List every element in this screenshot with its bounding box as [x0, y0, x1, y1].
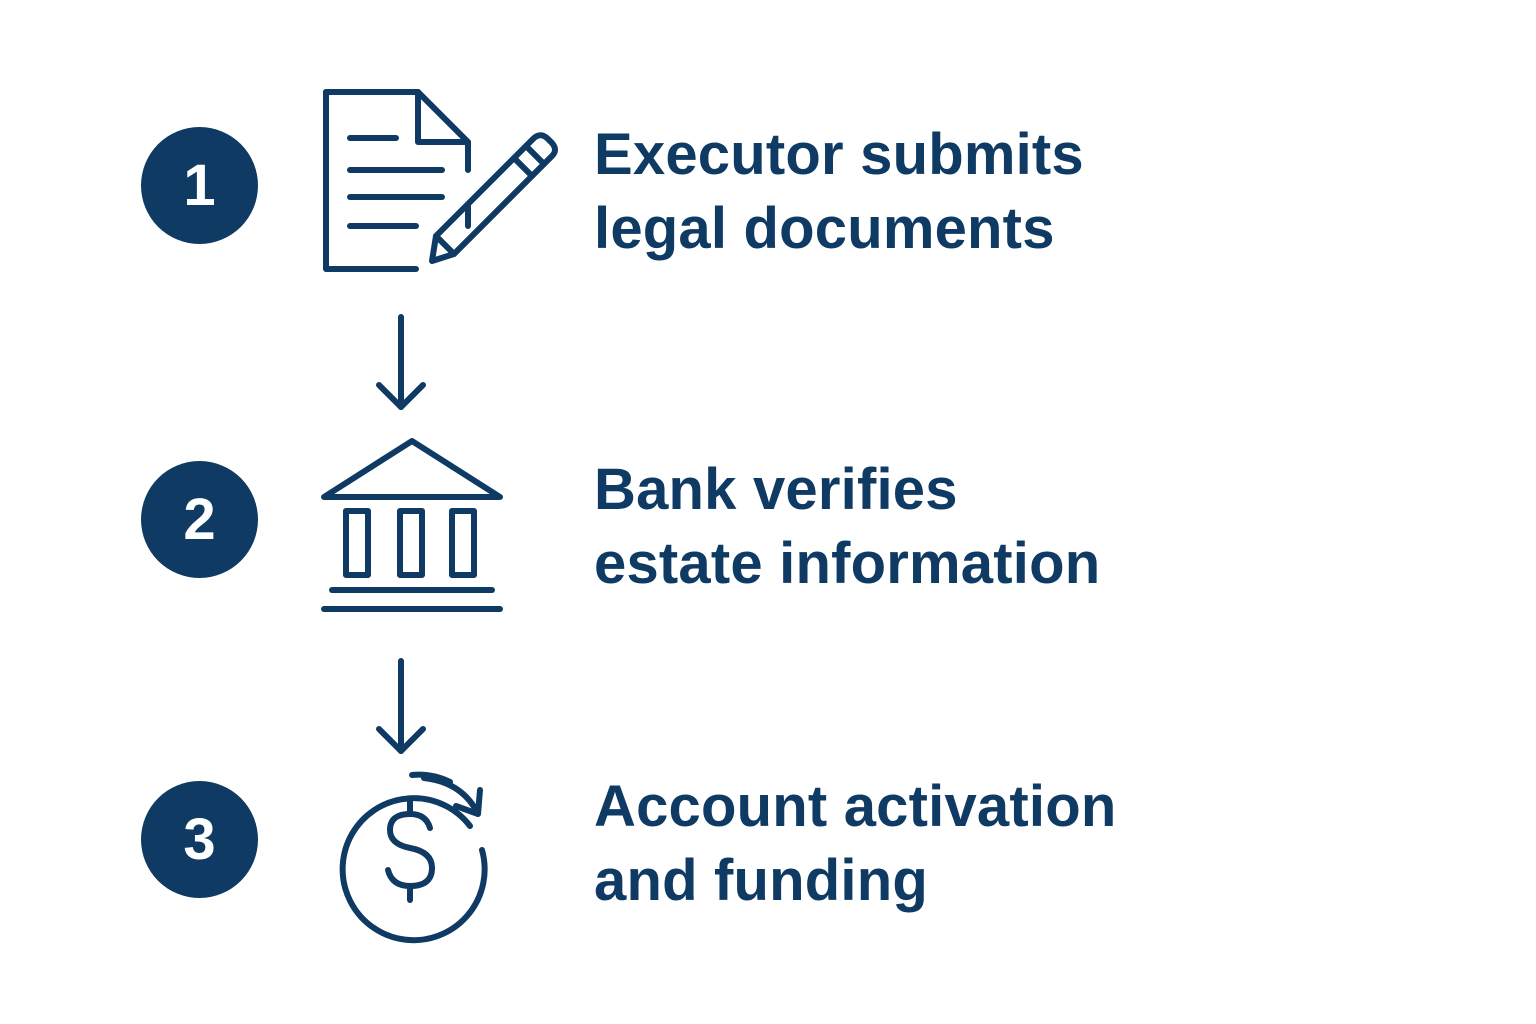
- step-number: 1: [183, 153, 216, 218]
- step-description: Account activation and funding: [594, 770, 1116, 918]
- step-number: 3: [183, 807, 216, 872]
- step-description: Bank verifies estate information: [594, 453, 1100, 601]
- document-with-pencil-icon: [323, 89, 558, 272]
- step-line-2: estate information: [594, 531, 1101, 596]
- step-line-1: Bank verifies: [594, 457, 958, 522]
- step-line-2: and funding: [594, 848, 929, 913]
- bank-building-icon: [321, 438, 503, 612]
- step-line-2: legal documents: [594, 196, 1055, 261]
- step-number-badge: 1: [141, 127, 258, 244]
- step-number-badge: 3: [141, 781, 258, 898]
- circular-dollar-icon: [339, 771, 488, 944]
- step-line-1: Executor submits: [594, 122, 1084, 187]
- step-line-1: Account activation: [594, 774, 1117, 839]
- arrow-down-icon: [376, 314, 426, 410]
- step-description: Executor submits legal documents: [594, 118, 1084, 266]
- step-number: 2: [183, 487, 216, 552]
- step-number-badge: 2: [141, 461, 258, 578]
- arrow-down-icon: [376, 658, 426, 754]
